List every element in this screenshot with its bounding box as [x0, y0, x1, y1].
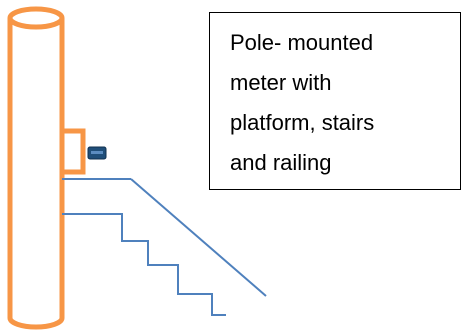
meter-icon: [87, 146, 107, 160]
caption-line-1: Pole- mounted: [230, 30, 374, 55]
meter-bracket: [62, 128, 86, 175]
caption-line-2: meter with: [230, 70, 332, 95]
pole-top: [7, 6, 65, 30]
pole-body: [7, 18, 65, 330]
stairs: [62, 213, 226, 316]
caption-line-3: platform, stairs: [230, 110, 375, 135]
caption-box: Pole- mounted meter with platform, stair…: [209, 12, 461, 190]
caption-line-4: and railing: [230, 150, 332, 175]
platform-railing: [62, 178, 267, 297]
utility-pole: [7, 6, 65, 330]
